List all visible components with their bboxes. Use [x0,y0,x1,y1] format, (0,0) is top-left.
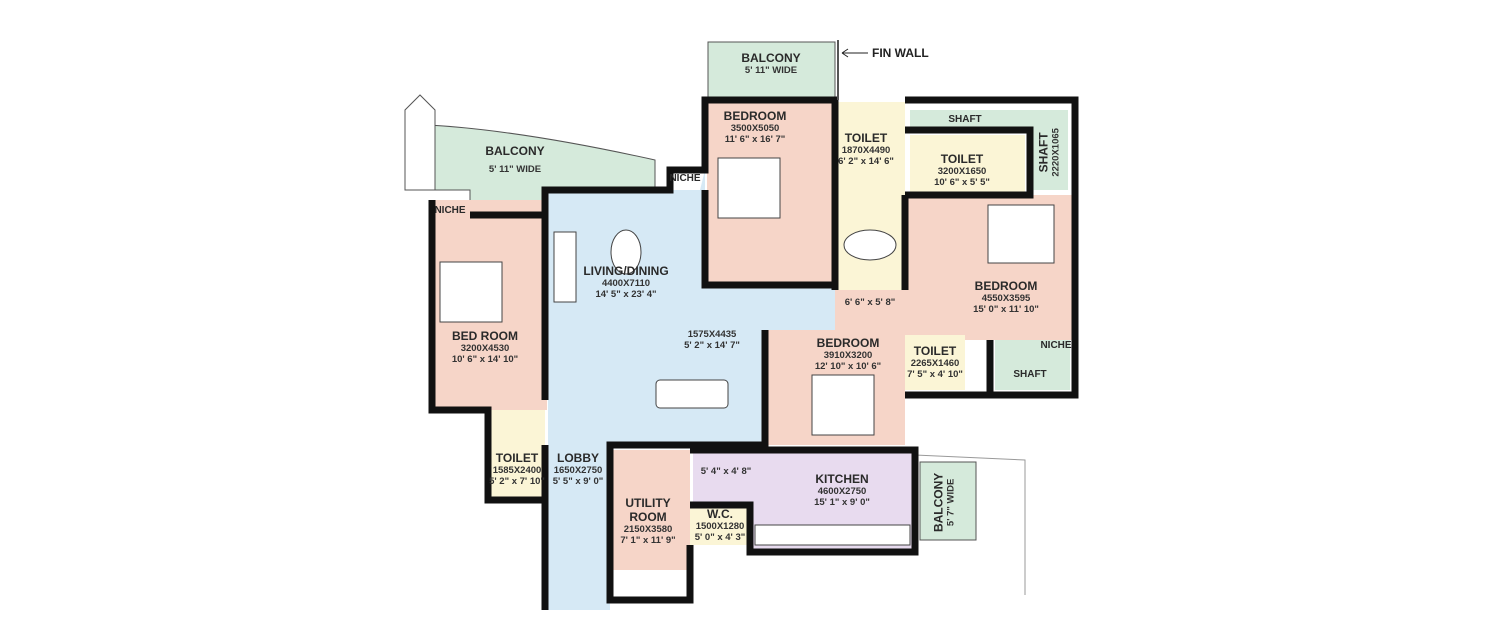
toilet-mid-area [905,335,965,390]
bathtub [843,229,897,261]
tower-outline [404,94,436,191]
kitchen-counter [754,524,911,546]
niche-left-label: NICHE [434,205,466,216]
bed-top [717,157,781,219]
dining-table [655,379,729,409]
shaft-right-area [1030,110,1068,190]
store-label: 5' 4" x 4' 8" [700,466,752,477]
shaft-bottom-area [995,340,1070,390]
balcony-right-rail [914,454,1026,595]
bed-left [439,261,503,323]
toilet-master-area [910,135,1025,195]
walls [428,96,1079,610]
sofa [553,231,577,303]
wc-area [690,505,750,545]
fin-wall-label: FIN WALL [872,46,929,60]
niche-center-label: NICHE [669,173,701,184]
lobby-area [548,445,610,610]
toilet-left-area [488,410,545,500]
balcony-right-area [919,461,977,541]
fin-wall-arrow [841,48,868,58]
passage-label: 6' 6" x 5' 8" [844,297,896,308]
bed-mid [811,374,875,436]
bed-right [987,204,1055,264]
shaft-bottom-label: SHAFT [1013,369,1047,380]
balcony-top-area [707,41,836,103]
coffee-table [610,229,642,275]
shaft-top-label: SHAFT [948,114,982,125]
utility-area [613,450,690,570]
store-area [693,450,750,502]
niche-right-label: NICHE [1040,340,1072,351]
